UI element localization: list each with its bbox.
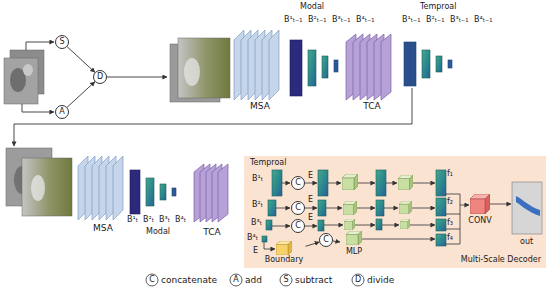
- operation-tag: E: [308, 196, 313, 204]
- feature-name: B¹ₜ: [252, 175, 263, 183]
- connector-arrow: [306, 242, 320, 246]
- legend-symbol-letter: C: [146, 274, 158, 286]
- concat-circle: C: [291, 176, 305, 190]
- legend-symbol-letter: D: [352, 274, 364, 286]
- msa-block: MSA: [72, 152, 134, 234]
- boundary-cube: Boundary: [263, 241, 306, 265]
- feature-name: B⁴ₜ: [175, 216, 186, 224]
- msa-block: MSA: [228, 28, 292, 112]
- conv-cube: CONV: [462, 194, 498, 226]
- feature-name: f₄: [447, 234, 453, 242]
- feature-name: B²ₜ: [252, 201, 263, 209]
- symbol-letter: C: [320, 234, 332, 246]
- feature-name: B⁴ₜ₋₁: [356, 16, 374, 24]
- legend-symbol-letter: S: [280, 274, 292, 286]
- feature-name: f₂: [447, 198, 453, 206]
- feature-name: f₃: [447, 219, 453, 227]
- symbol-letter: C: [292, 177, 304, 189]
- concat-circle: C: [291, 201, 305, 215]
- feature-name: B²ₜ₋₁: [426, 16, 444, 24]
- group-title: Temproal: [250, 159, 286, 167]
- block-label: TCA: [363, 102, 380, 112]
- mlp-cube: MLP: [340, 231, 368, 257]
- operation-tag: E: [308, 172, 313, 180]
- legend-text: divide: [367, 274, 394, 286]
- connector-arrow: [67, 82, 95, 108]
- concat-circle: C: [291, 219, 305, 233]
- block-label: MSA: [250, 102, 270, 112]
- group-title: Modal: [146, 228, 170, 236]
- group-title: Temproal: [420, 3, 456, 11]
- feature-name: B¹ₜ₋₁: [284, 16, 302, 24]
- symbol-letter: S: [56, 36, 68, 48]
- feature-name: B²ₜ: [143, 216, 154, 224]
- feature-name: B³ₜ₋₁: [332, 16, 350, 24]
- symbol-letter: C: [292, 202, 304, 214]
- block-label: CONV: [468, 217, 491, 226]
- block-label: MLP: [346, 248, 362, 257]
- symbol-letter: C: [292, 220, 304, 232]
- feature-name: f₁: [447, 170, 453, 178]
- legend-symbol-letter: A: [230, 274, 242, 286]
- operation-tag: E: [253, 247, 258, 255]
- symbol-letter: A: [56, 106, 68, 118]
- block-label: MSA: [93, 224, 113, 234]
- output-label: out: [520, 238, 533, 246]
- concat-circle: C: [319, 233, 333, 247]
- legend-text: subtract: [295, 274, 332, 286]
- connector-arrow: [333, 241, 340, 242]
- subtract-circle: S: [55, 35, 69, 49]
- group-title: Modal: [300, 3, 324, 11]
- block-label: TCA: [203, 228, 220, 238]
- add-circle: A: [55, 105, 69, 119]
- divide-circle: D: [93, 70, 107, 84]
- block-label: Boundary: [265, 256, 304, 265]
- feature-name: B¹ₜ₋₁: [402, 16, 420, 24]
- feature-name: B²ₜ₋₁: [308, 16, 326, 24]
- symbol-letter: D: [94, 71, 106, 83]
- legend-text: add: [245, 274, 262, 286]
- feature-name: B³ₜ₋₁: [450, 16, 468, 24]
- legend-text: concatenate: [161, 274, 217, 286]
- operation-tag: E: [308, 214, 313, 222]
- tca-block: TCA: [188, 160, 236, 238]
- decoder-band: Multi-Scale DecoderCCCCBoundaryMLPCONV: [244, 156, 546, 268]
- feature-name: B³ₜ: [251, 219, 262, 227]
- connector-arrow: [67, 47, 95, 73]
- region-title: Multi-Scale Decoder: [461, 256, 541, 265]
- tca-block: TCA: [342, 30, 402, 112]
- feature-name: B¹ₜ: [127, 216, 138, 224]
- feature-name: B⁴ₜ: [247, 234, 258, 242]
- feature-name: B³ₜ: [159, 216, 170, 224]
- feature-name: B⁴ₜ₋₁: [474, 16, 492, 24]
